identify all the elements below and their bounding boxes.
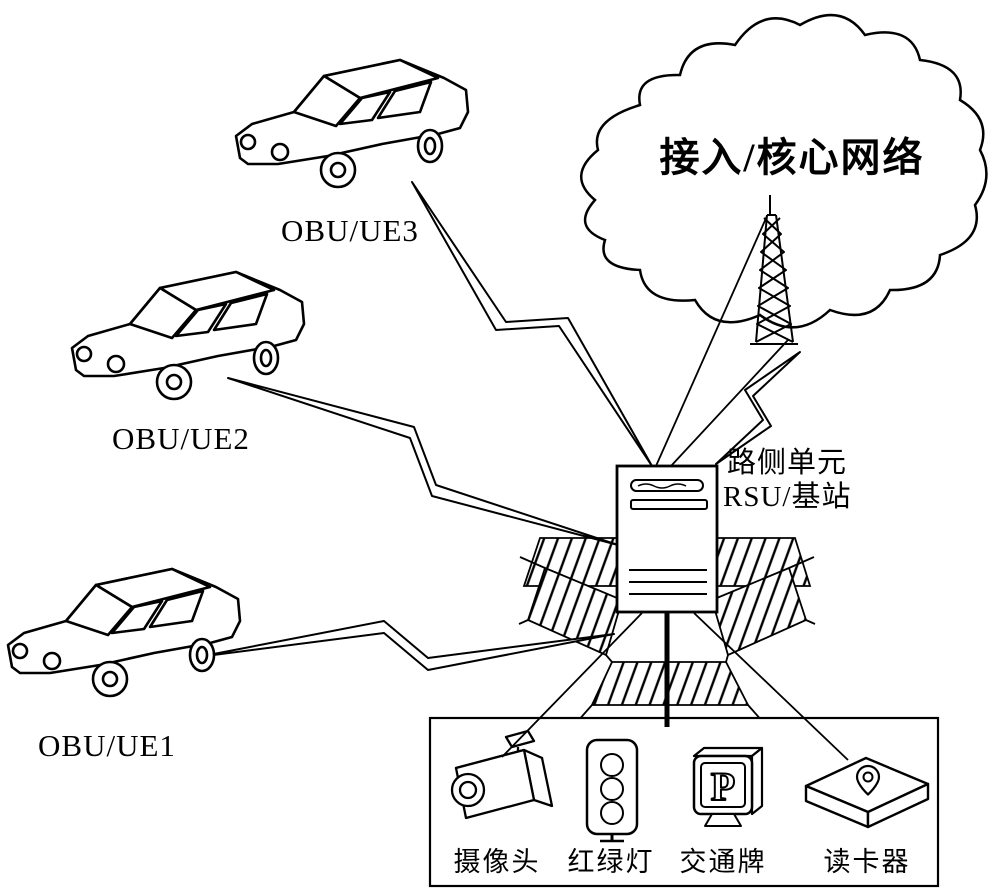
car-obu-ue3-icon [234, 58, 470, 189]
road-intersection [518, 537, 816, 723]
rsu-slot-top [630, 479, 704, 492]
rsu-to-tower-line-2 [670, 339, 789, 467]
rsu-to-camera-line [501, 612, 643, 758]
camera-icon [450, 729, 554, 820]
obu-ue3-label: OBU/UE3 [281, 213, 419, 248]
rsu-to-tower-line-1 [655, 215, 768, 467]
car-obu-ue1-icon [6, 567, 242, 698]
rsu-vent-lines [629, 569, 707, 595]
car-obu-ue2-icon [70, 270, 306, 401]
rsu-label-line1: 路侧单元 [727, 446, 847, 479]
traffic-light-icon [585, 738, 639, 843]
obu-ue1-label: OBU/UE1 [38, 728, 176, 763]
traffic-sign-label: 交通牌 [680, 847, 767, 877]
lightning-bolt-ue2-rsu [227, 377, 619, 546]
core-network-cloud: 接入/核心网络 [580, 13, 988, 329]
card-reader-icon [804, 756, 930, 829]
obu-ue2-label: OBU/UE2 [112, 421, 250, 456]
camera-label: 摄像头 [454, 847, 541, 877]
rsu-to-reader-line [693, 612, 849, 761]
rsu-unit: 路侧单元 RSU/基站 [615, 446, 851, 614]
rsu-slot-wave [637, 483, 687, 489]
lightning-bolt-tower-rsu [715, 351, 801, 465]
crosswalk-band-bottom [590, 661, 750, 706]
road-edge-lines [518, 556, 816, 723]
roadside-equipment-panel: 摄像头 红绿灯 P 交通牌 读卡器 [428, 716, 940, 888]
vehicles [6, 58, 470, 698]
card-reader-label: 读卡器 [824, 847, 911, 877]
rsu-slot-bottom [630, 499, 708, 510]
connection-lines [501, 215, 849, 761]
traffic-sign-icon: P [692, 746, 764, 827]
lightning-bolt-ue1-rsu [197, 620, 615, 671]
rsu-label-line2: RSU/基站 [723, 480, 851, 513]
cloud-outline [580, 13, 988, 329]
sign-letter: P [711, 764, 735, 809]
traffic-light-label: 红绿灯 [568, 847, 655, 877]
antenna-tower-icon [750, 195, 798, 345]
cloud-label: 接入/核心网络 [659, 135, 924, 180]
